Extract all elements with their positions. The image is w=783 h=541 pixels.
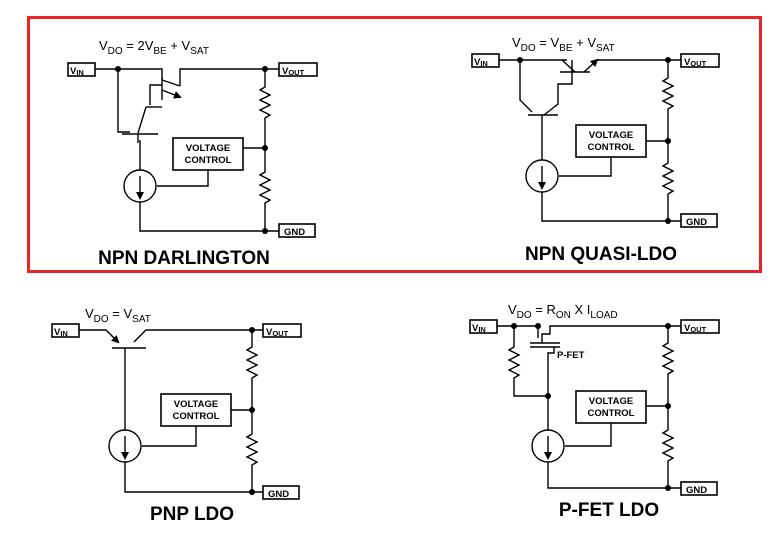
- panel-npn-quasi-ldo: VDO = VBE + VSAT VIN VOUT GND VOLTAGE CO…: [471, 35, 720, 265]
- wiring: [79, 329, 263, 493]
- svg-text:CONTROL: CONTROL: [588, 408, 635, 419]
- panel-title: NPN QUASI-LDO: [525, 244, 677, 265]
- svg-text:VIN: VIN: [70, 66, 84, 77]
- panel-pfet-ldo: VDO = RON X ILOAD VIN VOUT GND VOLTAGE C…: [469, 302, 720, 521]
- p-fet-label: P-FET: [557, 350, 585, 361]
- voltage-control-block: VOLTAGE CONTROL: [575, 124, 647, 158]
- svg-text:GND: GND: [686, 217, 707, 228]
- svg-text:VOLTAGE: VOLTAGE: [589, 130, 634, 141]
- vin-terminal: VIN: [471, 53, 500, 68]
- svg-text:VOLTAGE: VOLTAGE: [186, 143, 231, 154]
- vout-terminal: VOUT: [680, 53, 720, 68]
- wiring: [497, 325, 681, 489]
- voltage-control-block: VOLTAGE CONTROL: [575, 390, 647, 424]
- gnd-terminal: GND: [680, 481, 718, 496]
- svg-text:VOUT: VOUT: [266, 327, 289, 338]
- wiring: [499, 58, 681, 222]
- svg-text:CONTROL: CONTROL: [588, 142, 635, 153]
- panel-pnp-ldo: VDO = VSAT VIN VOUT GND VOLTAGE CONTROL: [51, 306, 302, 525]
- panel-npn-darlington: VDO = 2VBE + VSAT VIN VOUT GND VOLTAGE C…: [67, 38, 318, 269]
- panel-title: P-FET LDO: [559, 500, 659, 521]
- svg-text:GND: GND: [284, 227, 305, 238]
- wiring: [95, 68, 279, 232]
- vout-terminal: VOUT: [278, 62, 318, 77]
- svg-text:CONTROL: CONTROL: [173, 411, 220, 422]
- gnd-terminal: GND: [680, 213, 718, 228]
- svg-text:VOLTAGE: VOLTAGE: [589, 396, 634, 407]
- dropout-equation: VDO = RON X ILOAD: [508, 302, 618, 321]
- vin-terminal: VIN: [469, 319, 498, 334]
- dropout-equation: VDO = 2VBE + VSAT: [99, 38, 209, 57]
- voltage-control-block: VOLTAGE CONTROL: [160, 393, 232, 427]
- svg-text:GND: GND: [686, 485, 707, 496]
- panel-title: NPN DARLINGTON: [98, 248, 270, 269]
- vout-terminal: VOUT: [262, 323, 302, 338]
- highlight-frame: [27, 16, 762, 273]
- svg-text:VIN: VIN: [472, 323, 486, 334]
- svg-text:CONTROL: CONTROL: [185, 155, 232, 166]
- panel-title: PNP LDO: [150, 504, 234, 525]
- svg-text:VOUT: VOUT: [684, 323, 707, 334]
- svg-text:VOLTAGE: VOLTAGE: [174, 399, 219, 410]
- vout-terminal: VOUT: [680, 319, 720, 334]
- dropout-equation: VDO = VSAT: [85, 306, 151, 325]
- vin-terminal: VIN: [67, 62, 96, 77]
- svg-text:VOUT: VOUT: [282, 66, 305, 77]
- svg-text:GND: GND: [268, 489, 289, 500]
- voltage-control-block: VOLTAGE CONTROL: [172, 137, 244, 171]
- vin-terminal: VIN: [51, 323, 80, 338]
- svg-text:VIN: VIN: [474, 57, 488, 68]
- svg-text:VOUT: VOUT: [684, 57, 707, 68]
- gnd-terminal: GND: [278, 223, 316, 238]
- dropout-equation: VDO = VBE + VSAT: [512, 35, 615, 54]
- gnd-terminal: GND: [262, 485, 300, 500]
- svg-text:VIN: VIN: [54, 327, 68, 338]
